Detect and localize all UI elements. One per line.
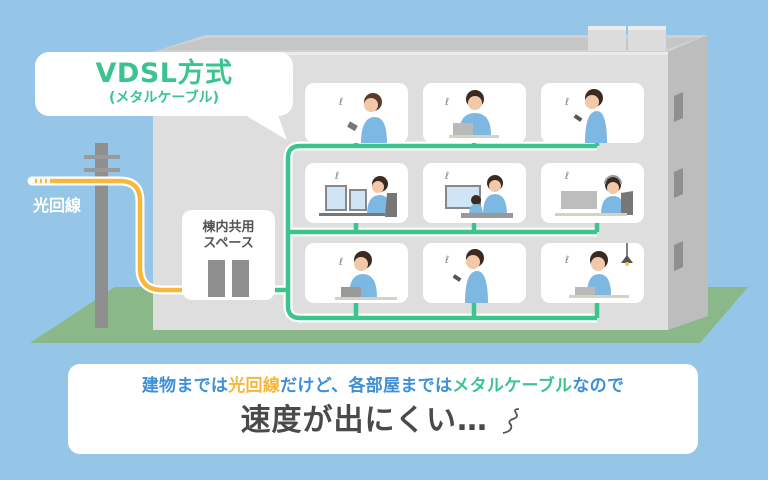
message-box: 建物までは光回線だけど、各部屋まではメタルケーブルなので 速度が出にくい… bbox=[68, 364, 698, 454]
person-laptop-lamp-icon: ℓ bbox=[565, 243, 633, 298]
rooftop-unit bbox=[628, 26, 666, 51]
side-window bbox=[674, 168, 683, 198]
svg-text:ℓ: ℓ bbox=[335, 171, 339, 182]
message-headline: 速度が出にくい… bbox=[240, 403, 488, 438]
room-3f-2: ℓ bbox=[423, 83, 526, 143]
sigh-swirl-icon bbox=[503, 407, 520, 434]
person-tablet-desk-icon: ℓ bbox=[335, 251, 397, 300]
svg-text:ℓ: ℓ bbox=[445, 255, 449, 266]
room-2f-3: ℓ bbox=[541, 163, 644, 223]
message-part: だけど、各部屋までは bbox=[280, 376, 453, 396]
message-part-metal: メタルケーブル bbox=[452, 376, 573, 396]
shared-space-label-1: 棟内共用 bbox=[202, 220, 255, 235]
room-2f-2: ℓ bbox=[423, 163, 526, 223]
room-1f-2: ℓ bbox=[423, 243, 526, 303]
callout-tail bbox=[245, 115, 287, 140]
message-line-2: 速度が出にくい… bbox=[68, 403, 698, 439]
message-line-1: 建物までは光回線だけど、各部屋まではメタルケーブルなので bbox=[68, 375, 698, 397]
person-smartphone-icon: ℓ bbox=[445, 249, 488, 303]
person-dual-monitor-icon: ℓ bbox=[319, 171, 397, 217]
svg-text:ℓ: ℓ bbox=[565, 255, 569, 266]
shared-space-box: 棟内共用 スペース bbox=[182, 210, 275, 300]
fiber-line-label: 光回線 bbox=[33, 196, 82, 215]
room-1f-3: ℓ bbox=[541, 243, 644, 303]
shared-space-label-2: スペース bbox=[203, 236, 254, 251]
svg-text:ℓ: ℓ bbox=[445, 171, 449, 182]
person-smartphone-icon: ℓ bbox=[565, 89, 607, 143]
svg-text:ℓ: ℓ bbox=[339, 97, 343, 108]
metal-cable bbox=[248, 142, 600, 321]
svg-text:ℓ: ℓ bbox=[445, 97, 449, 108]
person-laptop-icon: ℓ bbox=[445, 90, 499, 138]
message-part-fiber: 光回線 bbox=[228, 376, 281, 396]
room-3f-3: ℓ bbox=[541, 83, 644, 143]
distribution-equipment-icon bbox=[208, 260, 249, 297]
vdsl-callout: VDSL方式 (メタルケーブル) bbox=[35, 52, 293, 116]
rooftop-unit bbox=[588, 26, 626, 51]
room-1f-1: ℓ bbox=[305, 243, 408, 303]
svg-text:ℓ: ℓ bbox=[565, 171, 569, 182]
callout-title: VDSL方式 bbox=[95, 58, 233, 89]
message-part: なので bbox=[572, 376, 625, 396]
side-window bbox=[674, 241, 683, 271]
room-2f-1: ℓ bbox=[305, 163, 408, 223]
utility-pole bbox=[95, 143, 108, 328]
person-tablet-icon: ℓ bbox=[339, 93, 387, 143]
side-window bbox=[674, 92, 683, 122]
svg-text:ℓ: ℓ bbox=[565, 97, 569, 108]
parent-child-monitor-icon: ℓ bbox=[445, 171, 513, 218]
fiber-cable bbox=[32, 178, 240, 293]
callout-subtitle: (メタルケーブル) bbox=[109, 90, 219, 106]
message-part: 建物までは bbox=[141, 376, 229, 396]
svg-text:ℓ: ℓ bbox=[339, 257, 343, 268]
room-3f-1: ℓ bbox=[305, 83, 408, 143]
gamer-headset-icon: ℓ bbox=[555, 171, 633, 216]
